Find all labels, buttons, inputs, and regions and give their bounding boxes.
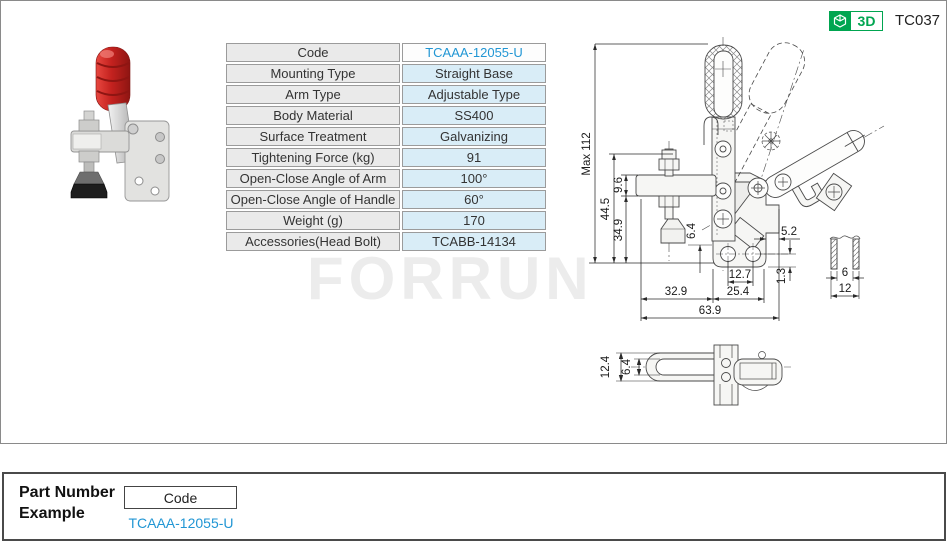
spec-value: Straight Base — [402, 64, 546, 83]
product-photo — [70, 46, 170, 202]
table-row: Surface Treatment Galvanizing — [226, 127, 546, 146]
table-row: Body Material SS400 — [226, 106, 546, 125]
table-row: Open-Close Angle of Handle 60° — [226, 190, 546, 209]
part-number-code-box: Code — [124, 486, 237, 509]
spec-value: 60° — [402, 190, 546, 209]
spec-value: Adjustable Type — [402, 85, 546, 104]
spec-label: Arm Type — [226, 85, 400, 104]
dim-44-5: 44.5 — [600, 198, 612, 220]
dim-12-4: 12.4 — [600, 355, 612, 378]
table-row: Weight (g) 170 — [226, 211, 546, 230]
dim-12-7: 12.7 — [729, 269, 751, 281]
catalog-code: TC037 — [895, 12, 941, 29]
spec-label: Surface Treatment — [226, 127, 400, 146]
table-row: Accessories(Head Bolt) TCABB-14134 — [226, 232, 546, 251]
dim-6-4: 6.4 — [686, 222, 698, 239]
front-view-drawing: Max 112 44.5 9.6 34.9 6.4 5.2 1.3 12.7 2… — [581, 37, 885, 321]
dim-63-9: 63.9 — [699, 305, 721, 317]
cube-3d-icon — [829, 11, 850, 31]
spec-table: Code TCAAA-12055-U Mounting Type Straigh… — [226, 43, 546, 253]
spec-label: Mounting Type — [226, 64, 400, 83]
badge-3d-label: 3D — [850, 11, 883, 31]
spec-value: TCAAA-12055-U — [402, 43, 546, 62]
spec-value: Galvanizing — [402, 127, 546, 146]
dim-34-9: 34.9 — [613, 219, 625, 241]
top-view-drawing: 12.4 6.4 — [600, 344, 791, 406]
spec-value: 170 — [402, 211, 546, 230]
spec-label: Open-Close Angle of Arm — [226, 169, 400, 188]
table-row: Code TCAAA-12055-U — [226, 43, 546, 62]
dim-5-2: 5.2 — [781, 226, 797, 238]
spec-label: Open-Close Angle of Handle — [226, 190, 400, 209]
spec-value: SS400 — [402, 106, 546, 125]
spindle-and-foot — [70, 110, 108, 199]
dim-9-6: 9.6 — [613, 177, 625, 193]
part-number-title: Part Number Example — [19, 484, 116, 522]
table-row: Arm Type Adjustable Type — [226, 85, 546, 104]
section-view — [829, 235, 861, 270]
dim-25-4: 25.4 — [727, 286, 750, 298]
dim-1-3: 1.3 — [776, 268, 788, 284]
dim-section-6: 6 — [842, 267, 848, 279]
spec-label: Accessories(Head Bolt) — [226, 232, 400, 251]
dim-max-height: Max 112 — [581, 132, 593, 175]
spec-label: Weight (g) — [226, 211, 400, 230]
badge-3d[interactable]: 3D — [829, 11, 883, 31]
table-row: Open-Close Angle of Arm 100° — [226, 169, 546, 188]
spec-label: Body Material — [226, 106, 400, 125]
part-number-panel: Part Number Example Code TCAAA-12055-U — [2, 472, 946, 541]
part-number-code-value: TCAAA-12055-U — [128, 515, 234, 531]
dim-top-6-4: 6.4 — [621, 358, 633, 375]
spec-value: 100° — [402, 169, 546, 188]
spec-label: Code — [226, 43, 400, 62]
spec-value: TCABB-14134 — [402, 232, 546, 251]
table-row: Mounting Type Straight Base — [226, 64, 546, 83]
clamp-arm — [70, 130, 130, 153]
dim-section-12: 12 — [839, 283, 852, 295]
spec-label: Tightening Force (kg) — [226, 148, 400, 167]
red-handle-grip — [95, 46, 131, 112]
brand-watermark: FORRUN — [307, 245, 594, 312]
dim-32-9: 32.9 — [665, 286, 687, 298]
table-row: Tightening Force (kg) 91 — [226, 148, 546, 167]
main-panel: FORRUN — [0, 0, 947, 444]
spec-value: 91 — [402, 148, 546, 167]
clamp-body — [124, 120, 170, 202]
